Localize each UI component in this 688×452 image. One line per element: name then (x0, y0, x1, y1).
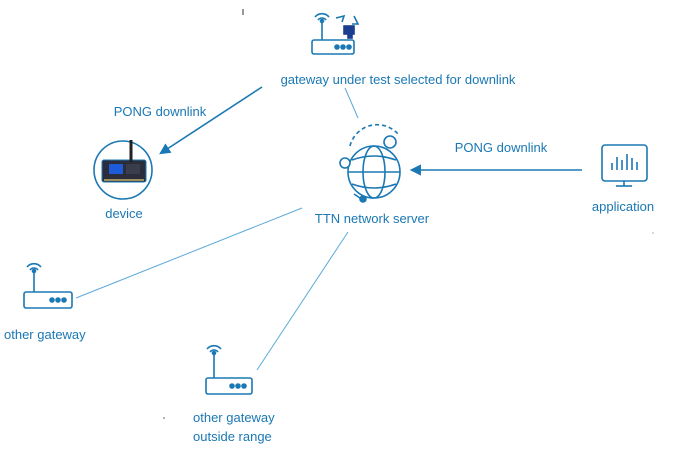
other-gateway-range-label: other gateway outside range (193, 408, 275, 446)
router-with-chip-icon (311, 12, 360, 55)
device-label: device (105, 206, 143, 221)
router-icon (205, 344, 253, 395)
pong-downlink-left-label: PONG downlink (113, 104, 207, 119)
pong-downlink-right-label: PONG downlink (454, 140, 548, 155)
network-globe-icon (339, 123, 401, 203)
link-other-gateway-range-server (256, 231, 349, 371)
network-server-label: TTN network server (314, 211, 430, 226)
application-label: application (591, 199, 655, 214)
stray-dot (163, 417, 165, 419)
stray-dot (652, 232, 654, 234)
lora-board-icon (93, 140, 153, 200)
link-gateway-test-server (344, 87, 359, 119)
dashboard-monitor-icon (601, 144, 648, 187)
other-gateway-range-line2: outside range (193, 429, 272, 444)
other-gateway-label: other gateway (4, 327, 86, 342)
link-other-gateway-server (75, 207, 303, 299)
gateway-under-test-label: gateway under test selected for downlink (280, 72, 516, 87)
router-icon (23, 262, 73, 309)
other-gateway-range-line1: other gateway (193, 410, 275, 425)
pong-arrow-to-device (159, 86, 263, 155)
